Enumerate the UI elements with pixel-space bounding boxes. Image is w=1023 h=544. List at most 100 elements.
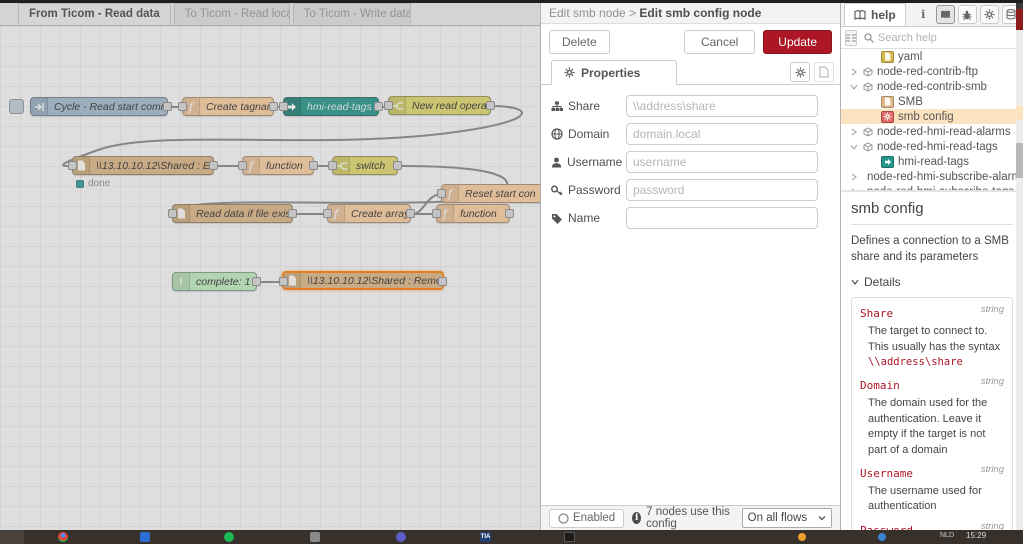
node-read-data-if-exists[interactable]: Read data if file exists (168, 204, 297, 223)
search-help-input[interactable] (878, 31, 1020, 44)
tab-help[interactable]: help (844, 3, 906, 26)
clock[interactable]: 15:29 (966, 531, 987, 540)
file-icon (173, 205, 190, 222)
book-icon (854, 10, 866, 20)
tab-to-ticom-read-local-csv[interactable]: To Ticom - Read local csv dat (173, 3, 290, 25)
toc-item-hmi-read-tags-pkg[interactable]: node-red-hmi-read-tags (841, 139, 1023, 154)
scope-select[interactable]: On all flows (741, 508, 832, 528)
tab-to-ticom-write-data[interactable]: To Ticom - Write data to share (292, 3, 411, 25)
node-hmi-read-tags[interactable]: hmi-read-tags (279, 97, 383, 116)
config-footer: Enabled i 7 nodes use this config On all… (541, 505, 840, 530)
bug-icon (962, 10, 972, 20)
toc-item-yaml[interactable]: yaml (841, 49, 1023, 64)
node-function-1[interactable]: f function (238, 156, 318, 175)
edit-tabs: Properties (541, 60, 840, 85)
info-icon: i (632, 512, 642, 524)
edge-red-segment (1016, 9, 1023, 30)
node-create-array[interactable]: f Create array (323, 204, 415, 223)
info-tab-button[interactable]: i (921, 8, 926, 21)
node-smb-exists[interactable]: \\13.10.10.12\Shared : Exists (68, 156, 218, 175)
tray-orange-icon[interactable] (798, 533, 806, 541)
output-port (163, 102, 172, 111)
package-icon (863, 126, 873, 137)
code-snippet: \\address\share (868, 355, 963, 368)
details-toggle[interactable]: Details (851, 275, 1013, 289)
toc-item-smb-config[interactable]: smb config (841, 109, 1023, 124)
node-settings-button[interactable] (790, 62, 810, 82)
terminal-icon[interactable] (564, 532, 575, 542)
name-input[interactable] (626, 207, 818, 229)
chrome-icon[interactable] (58, 532, 68, 542)
form-row-password: Password (551, 179, 830, 201)
circle-icon (558, 512, 569, 524)
language-indicator[interactable]: NLD (940, 532, 955, 539)
gear-icon (984, 9, 995, 20)
toc-item-hmi-read-alarms[interactable]: node-red-hmi-read-alarms (841, 124, 1023, 139)
chevron-right-icon (849, 68, 859, 76)
tray-blue-icon[interactable] (878, 533, 886, 541)
function-icon: f (243, 157, 260, 174)
inject-button[interactable] (9, 99, 24, 114)
smb-config-icon (881, 110, 894, 123)
output-port (252, 277, 261, 286)
toc-toggle-button[interactable] (845, 29, 857, 46)
tab-help-label: help (871, 8, 896, 22)
node-reset-start[interactable]: f Reset start con (437, 184, 540, 203)
teams-icon[interactable] (140, 532, 150, 542)
node-label: Create array (351, 207, 410, 220)
taskbar: TIA NLD 15:29 (0, 530, 1023, 544)
toc-item-contrib-smb[interactable]: node-red-contrib-smb (841, 79, 1023, 94)
node-create-tagname[interactable]: f Create tagname (178, 97, 278, 116)
property-list: string Share The target to connect to. T… (851, 297, 1013, 544)
app-purple-icon[interactable] (396, 532, 406, 542)
switch-icon (389, 97, 406, 114)
input-port (437, 189, 446, 198)
property-share: string Share The target to connect to. T… (860, 304, 1004, 368)
function-icon: f (183, 98, 200, 115)
toc-item-contrib-ftp[interactable]: node-red-contrib-ftp (841, 64, 1023, 79)
tab-from-ticom-read-data[interactable]: From Ticom - Read data (18, 3, 171, 25)
toc-item-hmi-subscribe-tags[interactable]: node-red-hmi-subscribe-tags (841, 184, 1023, 190)
toc-item-hmi-read-tags[interactable]: hmi-read-tags (841, 154, 1023, 169)
settings-gear-icon[interactable] (310, 532, 320, 542)
toc-item-hmi-subscribe-alarms[interactable]: node-red-hmi-subscribe-alarms (841, 169, 1023, 184)
function-icon: f (442, 185, 459, 202)
node-switch[interactable]: switch (328, 156, 402, 175)
update-button[interactable]: Update (763, 30, 832, 54)
share-input[interactable] (626, 95, 818, 117)
node-status-done: done (76, 178, 110, 189)
input-port (328, 161, 337, 170)
database-icon (1006, 9, 1016, 20)
tab-label: To Ticom - Read local csv dat (184, 8, 289, 20)
node-complete[interactable]: ! complete: 1 (172, 272, 261, 291)
config-nodes-tab-button[interactable] (979, 5, 999, 24)
start-button[interactable] (0, 530, 24, 544)
config-form: Share Domain Username (541, 85, 840, 229)
search-help-box[interactable] (862, 29, 1020, 47)
help-tab-button[interactable] (935, 5, 955, 24)
chevron-right-icon (849, 173, 859, 181)
file-icon (284, 273, 301, 288)
domain-input[interactable] (626, 123, 818, 145)
node-description-button[interactable] (814, 62, 834, 82)
breadcrumb-parent[interactable]: Edit smb node (549, 6, 626, 20)
spotify-icon[interactable] (224, 532, 234, 542)
node-inject-cycle[interactable]: Cycle - Read start command ↻ (30, 97, 172, 116)
output-port (209, 161, 218, 170)
toc-item-smb[interactable]: SMB (841, 94, 1023, 109)
node-smb-remove-file[interactable]: \\13.10.10.12\Shared : Remove file (279, 271, 447, 290)
password-input[interactable] (626, 179, 818, 201)
cancel-button[interactable]: Cancel (683, 30, 756, 54)
debug-tab-button[interactable] (957, 5, 977, 24)
node-function-2[interactable]: f function (432, 204, 514, 223)
delete-button[interactable]: Delete (549, 30, 610, 54)
tia-portal-icon[interactable]: TIA (480, 532, 491, 542)
enabled-toggle[interactable]: Enabled (549, 508, 625, 528)
flow-canvas[interactable]: Cycle - Read start command ↻ f Create ta… (0, 26, 540, 530)
node-new-read-operation[interactable]: New read operation (384, 96, 495, 115)
form-row-domain: Domain (551, 123, 830, 145)
username-input[interactable] (626, 151, 818, 173)
hmi-read-tags-icon (284, 98, 301, 115)
workspace: From Ticom - Read data To Ticom - Read l… (0, 3, 540, 530)
tab-properties[interactable]: Properties (551, 60, 678, 85)
